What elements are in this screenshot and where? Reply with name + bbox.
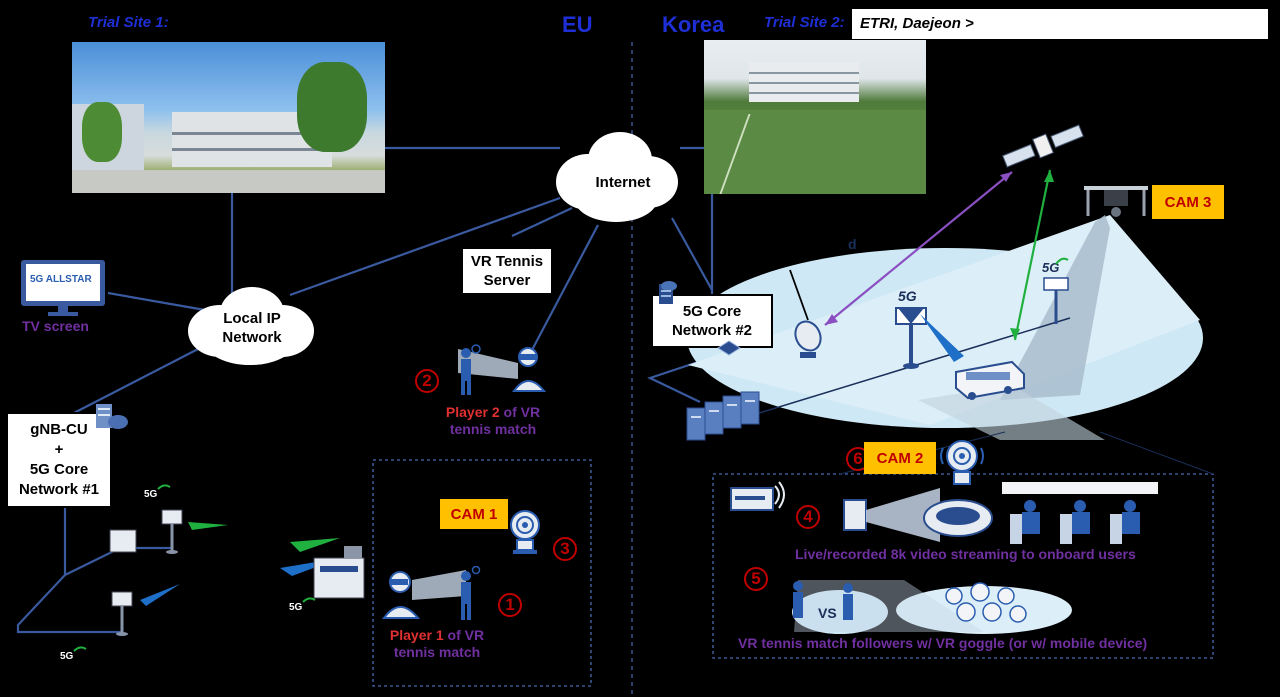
svg-text:5G: 5G	[60, 651, 74, 662]
camera-2-icon	[940, 440, 984, 485]
cam3-badge: CAM 3	[1152, 185, 1224, 219]
signal-icon-a: 5G	[144, 484, 171, 500]
cam1-badge: CAM 1	[440, 499, 508, 529]
fiveg-badge-2: 5G	[1042, 260, 1060, 275]
switch-icon	[717, 340, 741, 356]
eu-router-icon	[280, 538, 365, 599]
fiveg-badge-1: 5G	[898, 288, 917, 304]
d-label: d	[848, 236, 857, 252]
player1-figure	[382, 566, 481, 620]
drone-icon	[1084, 186, 1148, 217]
link-local-internet	[289, 196, 561, 297]
tv-brand-label: 5G ALLSTAR	[30, 274, 92, 285]
link-local-gnb	[69, 347, 201, 416]
signal-icon-b: 5G	[289, 597, 316, 613]
bus-icon	[955, 360, 1025, 400]
site2-location-text: ETRI, Daejeon >	[860, 15, 974, 32]
onboard-users-icon	[1002, 482, 1158, 544]
satellite-icon	[1002, 124, 1084, 168]
satellite-dish-icon	[794, 320, 822, 358]
korea-server-rack-icon	[686, 391, 760, 441]
svg-text:5G: 5G	[144, 489, 158, 500]
link-server-internet	[511, 207, 573, 237]
vs-label: VS	[818, 605, 837, 621]
tv-screen-label: TV screen	[22, 318, 89, 334]
site1-photo	[72, 42, 385, 193]
link-internet-korea	[671, 217, 713, 291]
road-line	[719, 317, 1071, 426]
tower-5g-large-icon	[895, 307, 927, 369]
player1-suffix: of VR	[443, 627, 485, 643]
player1-prefix: Player 1	[389, 627, 444, 643]
region-korea-label: Korea	[662, 12, 725, 37]
player2-line2: tennis match	[449, 421, 537, 437]
marker-1: 1	[498, 593, 522, 617]
router-wifi-icon	[730, 481, 785, 511]
followers-caption: VR tennis match followers w/ VR goggle (…	[738, 635, 1148, 651]
local-ip-cloud	[188, 287, 314, 365]
eu-scene-frame	[372, 459, 592, 687]
tv-screen-icon	[21, 260, 105, 316]
link-gnb-tree	[16, 505, 122, 634]
player2-suffix: of VR	[499, 404, 541, 420]
svg-text:5G: 5G	[289, 602, 303, 613]
player2-figure	[458, 344, 547, 395]
cam2-badge: CAM 2	[864, 442, 936, 474]
drone-link	[1013, 169, 1052, 341]
local-ip-label: Local IP Network	[222, 310, 282, 346]
stadium-stream-icon	[843, 488, 993, 542]
tower-5g-small-icon	[1043, 277, 1069, 324]
marker-5: 5	[744, 567, 768, 591]
streaming-caption: Live/recorded 8k video streaming to onbo…	[795, 546, 1136, 562]
signal-icon-c: 5G	[60, 646, 87, 662]
region-eu-label: EU	[562, 12, 593, 37]
signal-arc-icon	[1055, 257, 1069, 265]
server-rack-icon	[659, 281, 677, 304]
camera-1-icon	[510, 510, 540, 554]
link-player2-internet	[531, 224, 599, 351]
site2-location-box: ETRI, Daejeon >	[852, 9, 1268, 39]
player1-line2: tennis match	[393, 644, 481, 660]
eu-radio-nodes	[109, 509, 228, 636]
vr-tennis-server-box: VR Tennis Server	[461, 247, 553, 295]
player1-label: Player 1 of VR tennis match	[372, 627, 502, 661]
gnb-cu-box: gNB-CU + 5G Core Network #1	[6, 412, 112, 508]
followers-scene-icon	[792, 580, 1072, 634]
internet-label: Internet	[595, 174, 651, 191]
core-server-icon	[96, 404, 128, 429]
dish-feed	[789, 269, 809, 321]
trial-site-1-label: Trial Site 1:	[88, 14, 169, 31]
trial-site-2-label: Trial Site 2:	[764, 14, 845, 31]
bus-beam	[918, 385, 1105, 440]
tower-beam-icon	[920, 314, 964, 362]
player2-prefix: Player 2	[445, 404, 500, 420]
link-tv-local	[107, 291, 206, 312]
internet-cloud	[556, 132, 678, 222]
marker-2: 2	[415, 369, 439, 393]
site2-photo	[704, 40, 926, 194]
satellite-link	[824, 171, 1013, 326]
marker-3: 3	[553, 537, 577, 561]
marker-4: 4	[796, 505, 820, 529]
player2-label: Player 2 of VR tennis match	[428, 404, 558, 438]
